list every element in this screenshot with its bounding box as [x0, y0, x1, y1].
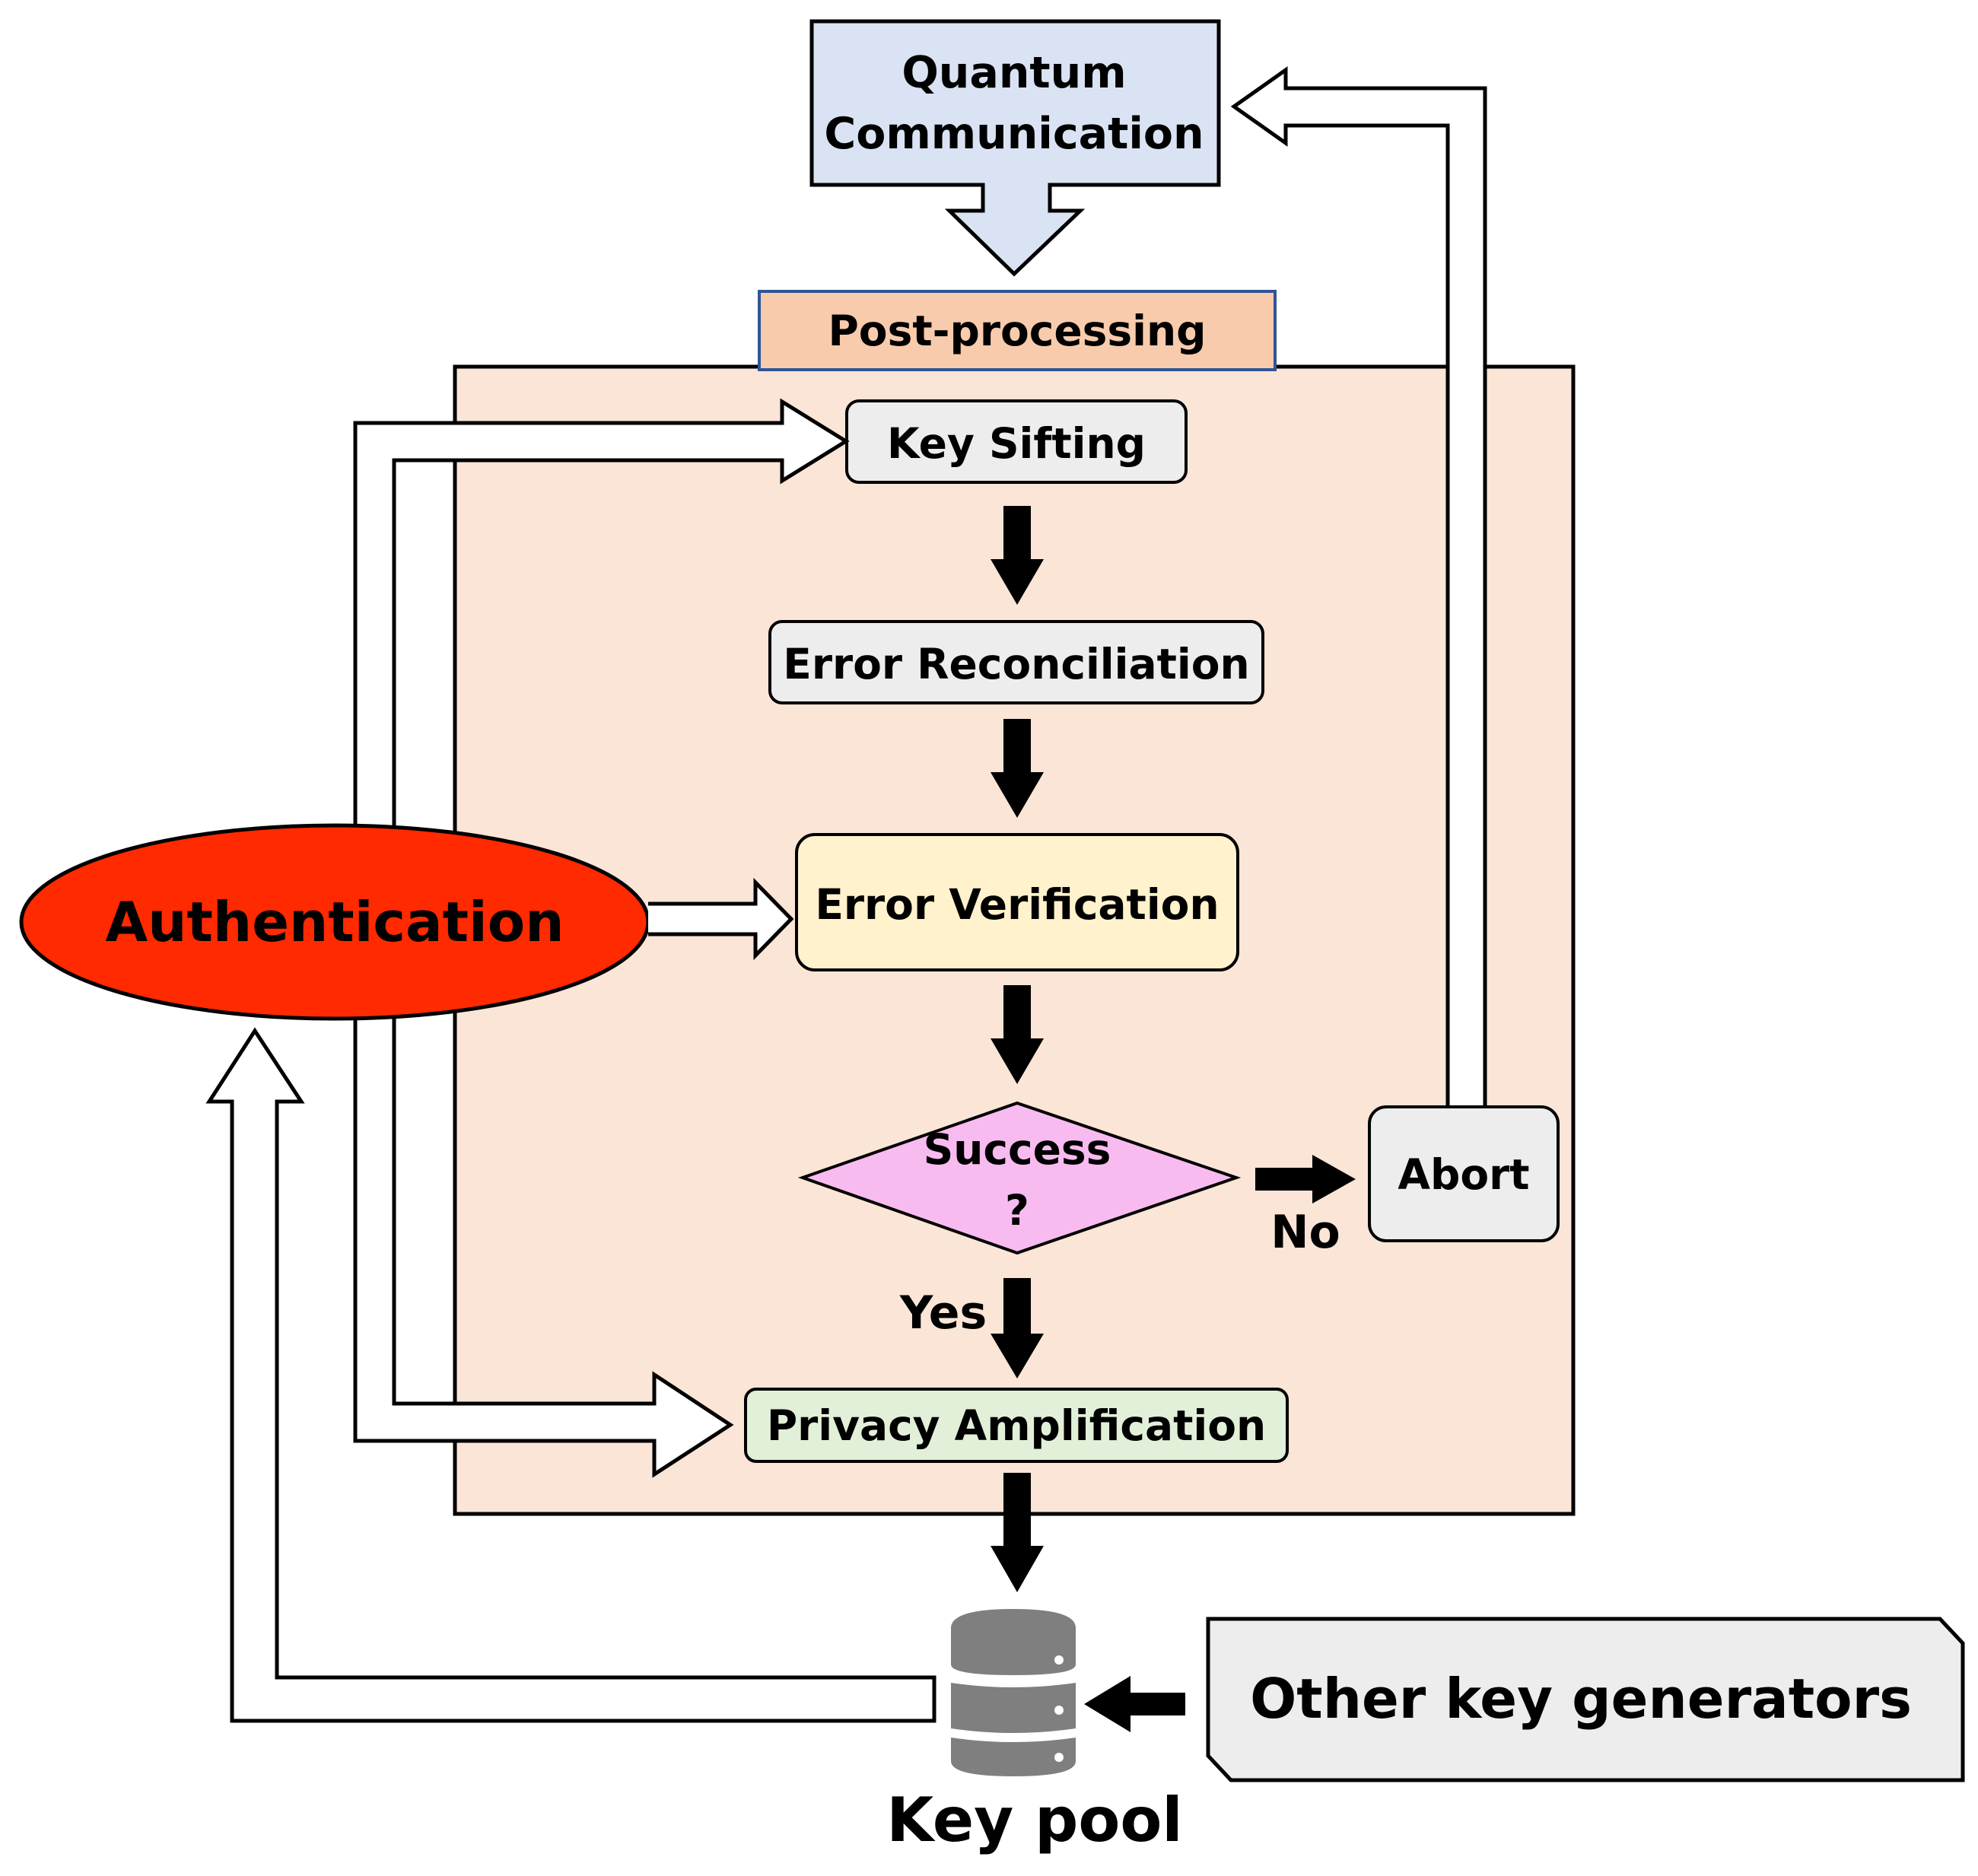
yes-label: Yes — [899, 1286, 987, 1340]
abort-label: Abort — [1398, 1150, 1529, 1199]
other-key-generators-box — [1206, 1617, 1965, 1782]
authentication-label: Authentication — [106, 890, 564, 954]
key-sifting-label: Key Sifting — [887, 419, 1146, 468]
success-line1: Success — [924, 1125, 1111, 1174]
auth-to-privacy-arrow — [353, 1012, 734, 1478]
error-verification-label: Error Verification — [815, 880, 1219, 929]
keypool-to-auth-arrow — [205, 1027, 937, 1723]
database-icon — [951, 1609, 1076, 1776]
privacy-amplification-box — [744, 1388, 1289, 1463]
error-verification-box — [795, 833, 1239, 971]
other-key-generators-label: Other key generators — [1250, 1667, 1912, 1731]
key-pool-label: Key pool — [886, 1785, 1182, 1855]
arrow-success-to-abort — [1255, 1155, 1356, 1204]
arrow-success-to-privacy — [991, 1278, 1044, 1378]
error-reconciliation-label: Error Reconciliation — [783, 640, 1249, 688]
arrow-generators-to-keypool — [1084, 1676, 1185, 1732]
success-decision — [797, 1101, 1242, 1255]
post-processing-label: Post-processing — [828, 307, 1207, 355]
quantum-communication-line2: Communication — [824, 109, 1204, 159]
success-line2: ? — [1005, 1186, 1029, 1235]
abort-to-quantum-arrow — [1230, 66, 1487, 1107]
arrow-privacy-to-keypool — [991, 1473, 1044, 1592]
post-processing-label-box — [758, 290, 1277, 371]
auth-to-verification-arrow — [648, 877, 794, 961]
arrow-reconciliation-to-verification — [991, 719, 1044, 818]
auth-to-sifting-arrow — [353, 398, 850, 829]
error-reconciliation-box — [768, 620, 1264, 704]
privacy-amplification-label: Privacy Amplification — [767, 1401, 1266, 1450]
no-label: No — [1270, 1206, 1340, 1259]
quantum-communication-line1: Quantum — [902, 48, 1126, 98]
abort-box — [1368, 1105, 1560, 1242]
arrow-sifting-to-reconciliation — [991, 506, 1044, 605]
arrow-verification-to-success — [991, 985, 1044, 1084]
quantum-communication-box — [809, 19, 1221, 277]
